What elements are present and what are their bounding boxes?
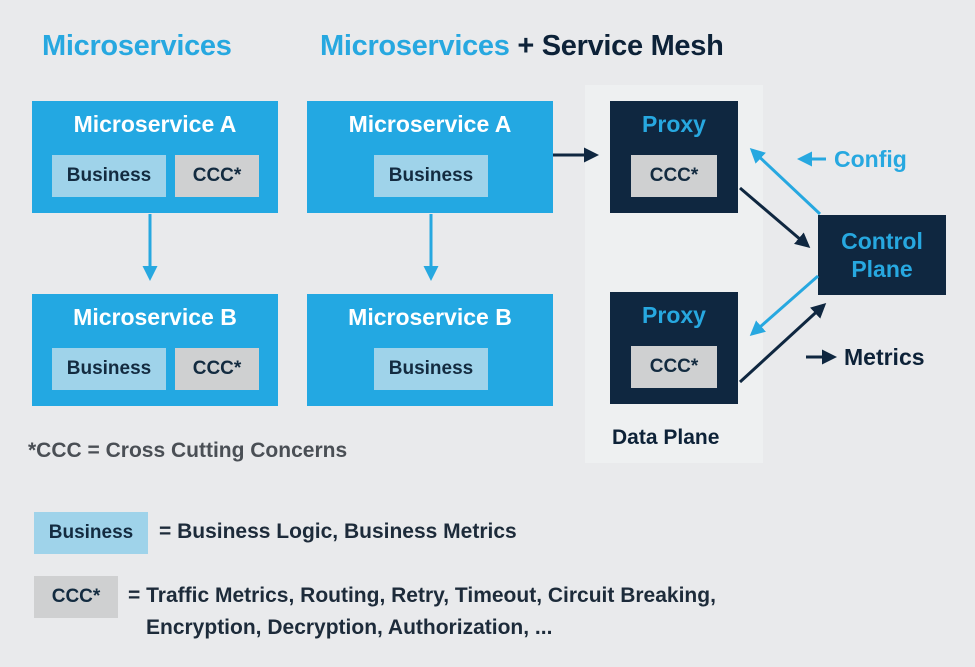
legend-ccc-desc-line2: Encryption, Decryption, Authorization, .… [146, 616, 553, 639]
left-microservice-b-title: Microservice B [73, 304, 237, 330]
proxy-top: Proxy CCC* [610, 101, 738, 213]
data-plane-label: Data Plane [612, 426, 720, 449]
mesh-b-business-chip: Business [374, 348, 488, 390]
proxy-bottom-ccc-chip: CCC* [631, 346, 717, 388]
control-plane-label: Control Plane [841, 228, 923, 282]
right-title: Microservices + Service Mesh [320, 30, 724, 63]
left-a-ccc-chip: CCC* [175, 155, 259, 197]
proxy-top-title: Proxy [642, 111, 706, 137]
proxy-top-ccc-chip: CCC* [631, 155, 717, 197]
left-b-business-chip: Business [52, 348, 166, 390]
legend-business-chip: Business [34, 512, 148, 554]
arrow-control-to-proxy-bottom [749, 274, 819, 336]
legend-business-desc: = Business Logic, Business Metrics [159, 520, 517, 543]
mesh-microservice-a-title: Microservice A [348, 111, 512, 137]
legend-ccc-chip: CCC* [34, 576, 118, 618]
arrow-proxy-top-to-control [739, 186, 811, 248]
ccc-footnote: *CCC = Cross Cutting Concerns [28, 439, 348, 462]
left-microservice-b: Microservice B Business CCC* [32, 294, 278, 406]
config-label: Config [834, 146, 907, 172]
mesh-microservice-b: Microservice B Business [307, 294, 553, 406]
right-title-service-mesh: + Service Mesh [517, 30, 724, 62]
left-microservice-a-title: Microservice A [73, 111, 237, 137]
left-microservice-a: Microservice A Business CCC* [32, 101, 278, 213]
mesh-a-business-chip: Business [374, 155, 488, 197]
metrics-label: Metrics [844, 344, 925, 370]
proxy-bottom-title: Proxy [642, 302, 706, 328]
arrow-proxy-bottom-to-control [738, 302, 827, 384]
left-b-ccc-chip: CCC* [175, 348, 259, 390]
proxy-bottom: Proxy CCC* [610, 292, 738, 404]
legend-ccc-desc-line1: = Traffic Metrics, Routing, Retry, Timeo… [128, 584, 716, 607]
left-title: Microservices [42, 30, 232, 62]
mesh-microservice-b-title: Microservice B [348, 304, 512, 330]
right-title-microservices: Microservices [320, 30, 510, 62]
left-a-business-chip: Business [52, 155, 166, 197]
control-plane: Control Plane [818, 215, 946, 295]
mesh-microservice-a: Microservice A Business [307, 101, 553, 213]
arrow-control-to-proxy-top [749, 147, 822, 216]
